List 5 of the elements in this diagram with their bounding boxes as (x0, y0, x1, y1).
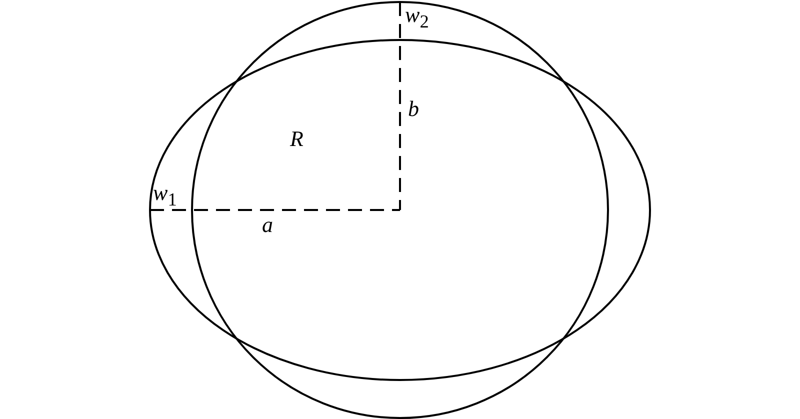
variable-label: w$_{1}$ (153, 182, 177, 209)
variable-label: b (408, 98, 419, 120)
variable-label: w$_{2}$ (405, 4, 429, 31)
variable-label: a (262, 214, 273, 236)
variable-label: R (290, 128, 304, 150)
